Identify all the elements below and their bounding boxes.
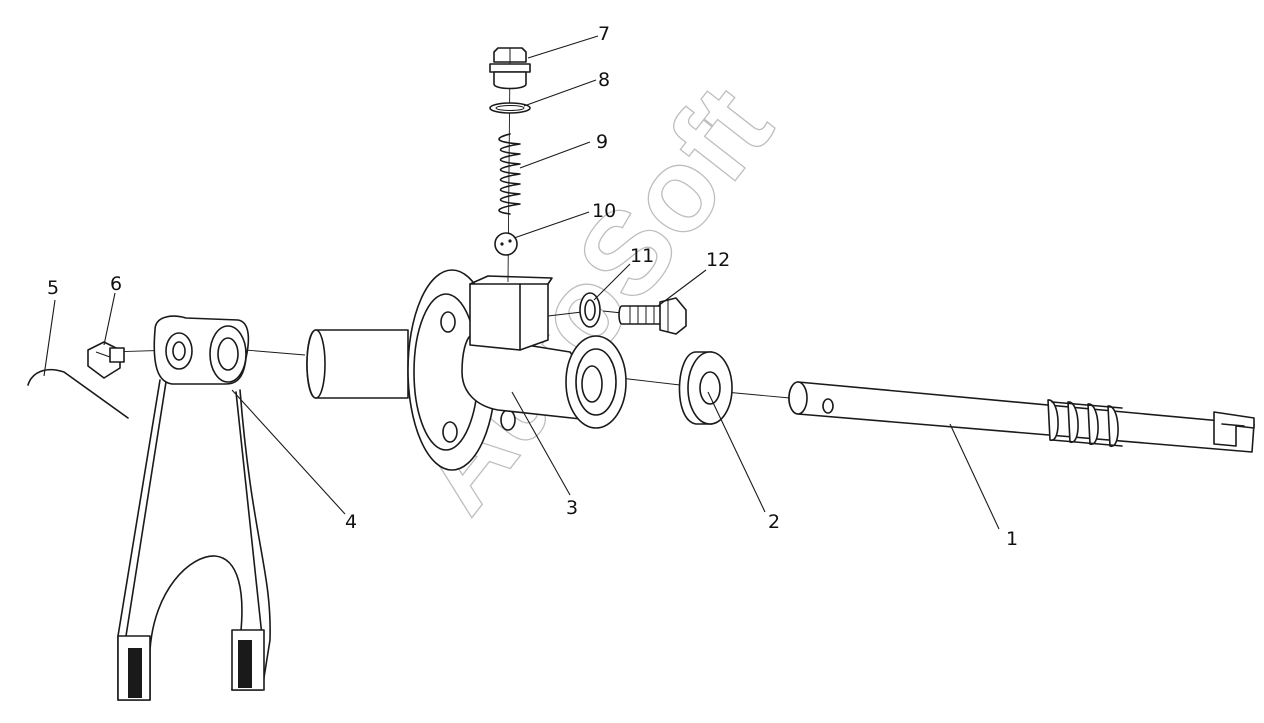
callout-2: 2 bbox=[768, 511, 780, 533]
part-5-wire-pin bbox=[27, 368, 129, 419]
callout-7: 7 bbox=[598, 23, 610, 45]
callout-6: 6 bbox=[110, 273, 122, 295]
part-4-shift-fork bbox=[117, 315, 271, 701]
part-6-plug-screw bbox=[87, 341, 125, 379]
callout-leaders bbox=[43, 35, 1000, 530]
part-8-washer bbox=[489, 102, 531, 114]
part-12-bolt bbox=[618, 297, 687, 335]
callout-5: 5 bbox=[47, 277, 59, 299]
part-11-seal-ring bbox=[579, 292, 601, 328]
callout-1: 1 bbox=[1006, 528, 1018, 550]
callout-3: 3 bbox=[566, 497, 578, 519]
callout-8: 8 bbox=[598, 69, 610, 91]
part-3-selector-housing bbox=[306, 269, 627, 471]
callout-12: 12 bbox=[706, 249, 730, 271]
callout-4: 4 bbox=[345, 511, 357, 533]
part-1-shift-shaft bbox=[788, 381, 1255, 453]
callout-10: 10 bbox=[592, 200, 616, 222]
callout-11: 11 bbox=[630, 245, 654, 267]
part-7-plug-bolt bbox=[489, 47, 531, 90]
part-2-bushing bbox=[678, 351, 733, 425]
callout-9: 9 bbox=[596, 131, 608, 153]
part-10-ball bbox=[494, 232, 518, 256]
part-9-spring bbox=[498, 133, 521, 215]
callout-labels: 1 2 3 4 5 6 7 8 9 10 11 12 bbox=[47, 23, 1018, 550]
